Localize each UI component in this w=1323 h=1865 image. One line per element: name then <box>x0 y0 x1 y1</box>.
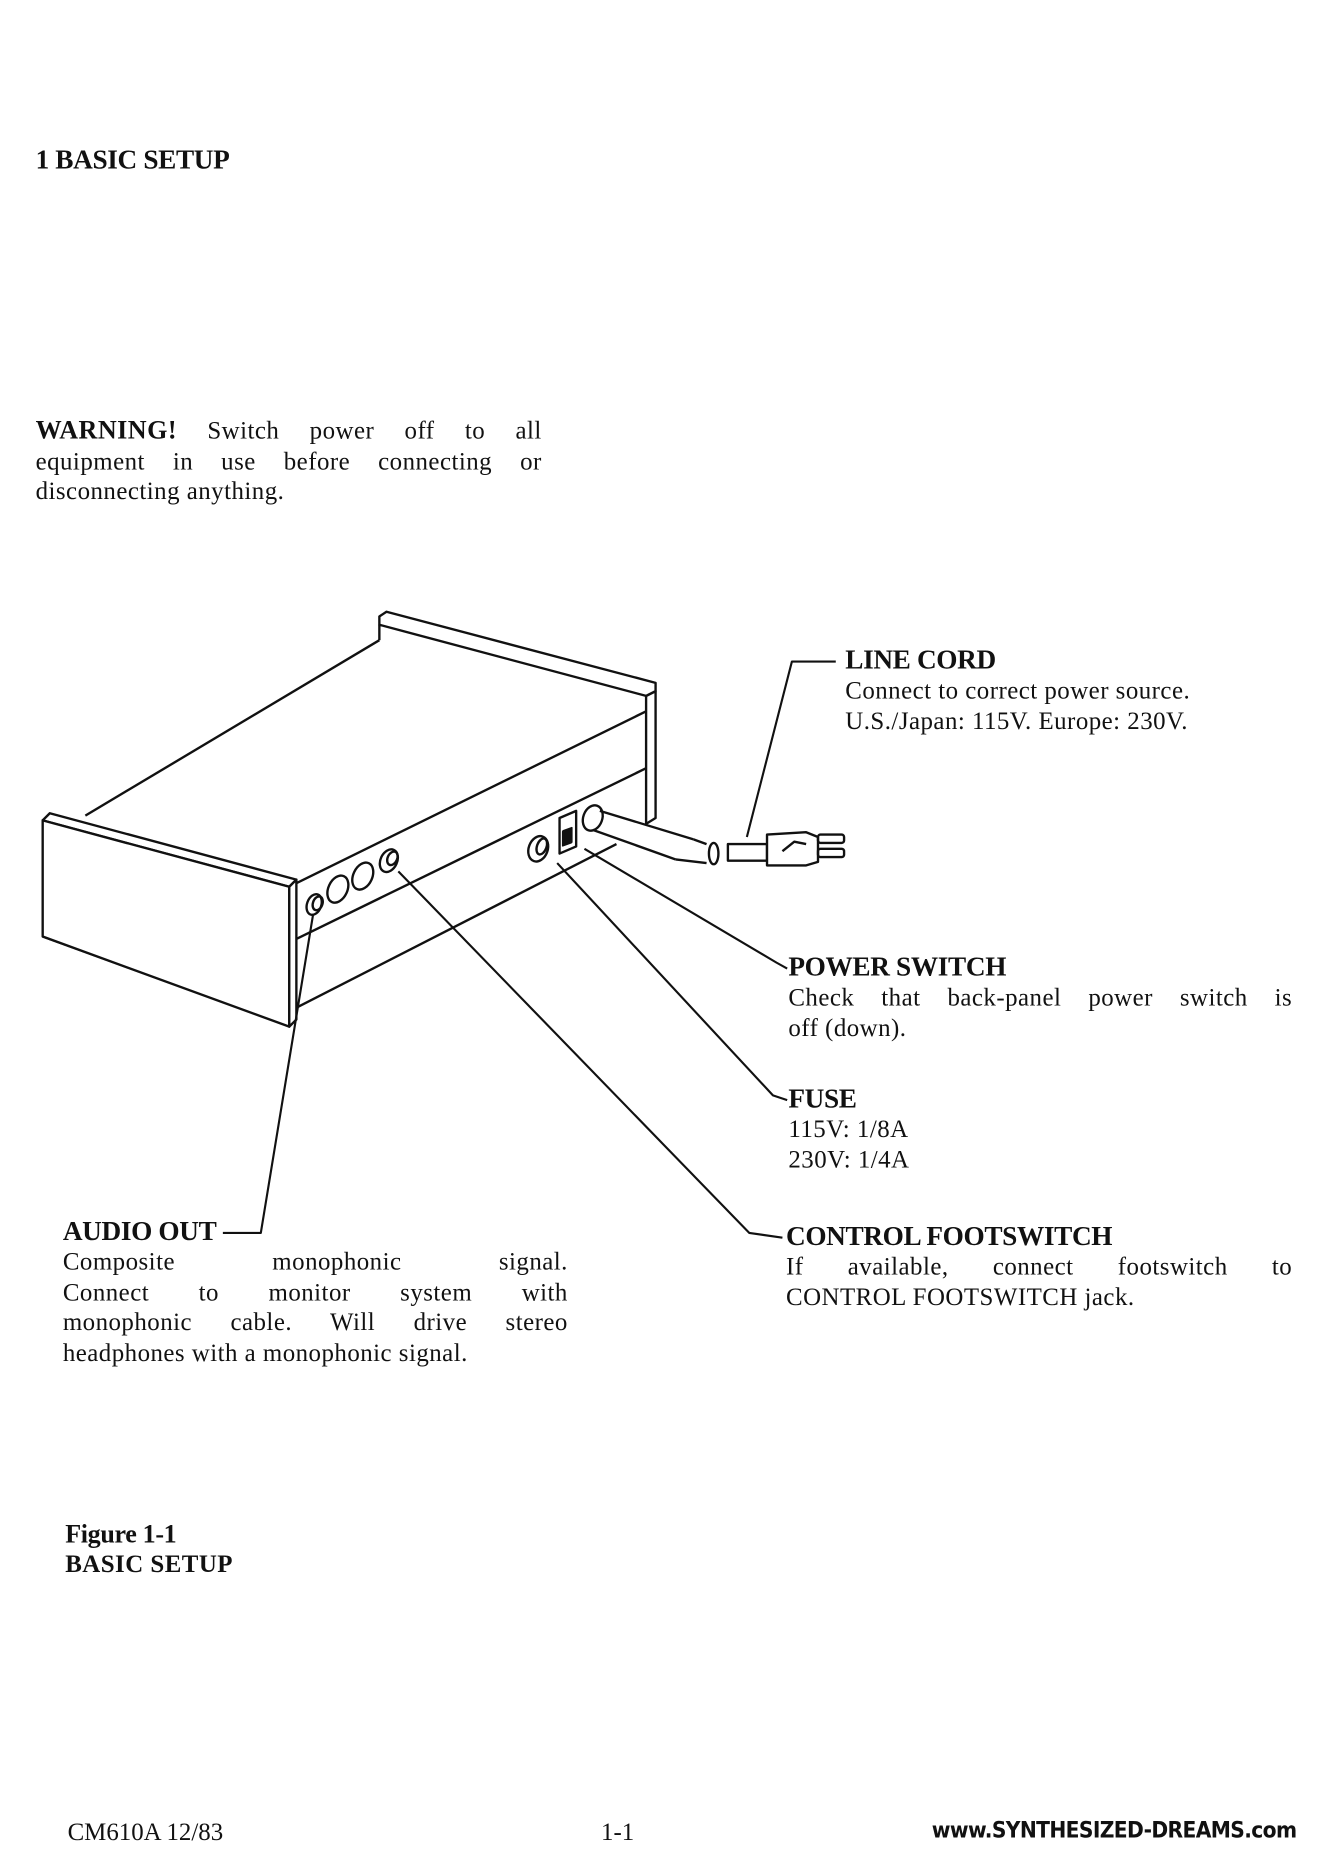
fuse-holder <box>527 834 550 863</box>
warning-label: WARNING! <box>35 414 178 445</box>
warning-line: Switch power off to all <box>207 416 542 445</box>
leader-control-footswitch <box>397 870 783 1239</box>
section-title: 1 BASIC SETUP <box>35 144 230 175</box>
figure-caption: Figure 1-1 BASIC SETUP <box>65 1519 233 1580</box>
figure-label: Figure 1-1 <box>65 1518 177 1549</box>
unit-body <box>41 610 657 1028</box>
callout-title: AUDIO OUT <box>62 1216 217 1246</box>
callout-audio-out: AUDIO OUT Composite monophonic signal. C… <box>63 1216 568 1368</box>
figure-title: BASIC SETUP <box>65 1549 233 1578</box>
footer-doc-id: CM610A 12/83 <box>67 1817 224 1846</box>
callout-control-footswitch: CONTROL FOOTSWITCH If available, connect… <box>786 1221 1292 1312</box>
power-switch-graphic <box>558 809 578 855</box>
callout-line: Composite monophonic signal. <box>62 1247 568 1276</box>
callout-fuse: FUSE 115V: 1/8A 230V: 1/4A <box>788 1084 909 1175</box>
callout-line: headphones with a monophonic signal. <box>62 1337 468 1367</box>
leader-fuse <box>556 862 788 1102</box>
callout-line: Check that back-panel power switch is <box>788 982 1293 1012</box>
line-cord-graphic <box>581 804 846 867</box>
callout-title: POWER SWITCH <box>788 951 1007 982</box>
callout-title: FUSE <box>788 1083 857 1114</box>
callout-line: 230V: 1/4A <box>788 1144 910 1174</box>
callout-line: monophonic cable. Will drive stereo <box>62 1307 568 1337</box>
callout-line: 115V: 1/8A <box>788 1114 909 1143</box>
warning-line: disconnecting anything. <box>35 476 285 506</box>
callout-line: U.S./Japan: 115V. Europe: 230V. <box>845 705 1188 735</box>
callout-line: Connect to monitor system with <box>62 1277 568 1306</box>
callout-power-switch: POWER SWITCH Check that back-panel power… <box>788 952 1292 1043</box>
callout-title: LINE CORD <box>845 644 996 675</box>
callout-line: If available, connect footswitch to <box>785 1251 1293 1281</box>
leader-lines <box>222 660 836 1239</box>
leader-audio-out <box>222 915 315 1234</box>
audio-jacks <box>305 848 400 917</box>
footer-website[interactable]: www.SYNTHESIZED-DREAMS.com <box>931 1817 1297 1844</box>
warning-line: equipment in use before connecting or <box>35 446 542 475</box>
callout-title: CONTROL FOOTSWITCH <box>785 1221 1113 1251</box>
warning-text: WARNING! Switch power off to all equipme… <box>36 415 542 507</box>
callout-line: Connect to correct power source. <box>845 675 1191 705</box>
callout-line-cord: LINE CORD Connect to correct power sourc… <box>845 645 1190 736</box>
footer-page-number: 1-1 <box>601 1817 635 1846</box>
callout-line: off (down). <box>788 1013 907 1042</box>
callout-line: CONTROL FOOTSWITCH jack. <box>785 1282 1135 1311</box>
leader-line-cord <box>745 660 836 838</box>
leader-power-switch <box>583 847 788 970</box>
